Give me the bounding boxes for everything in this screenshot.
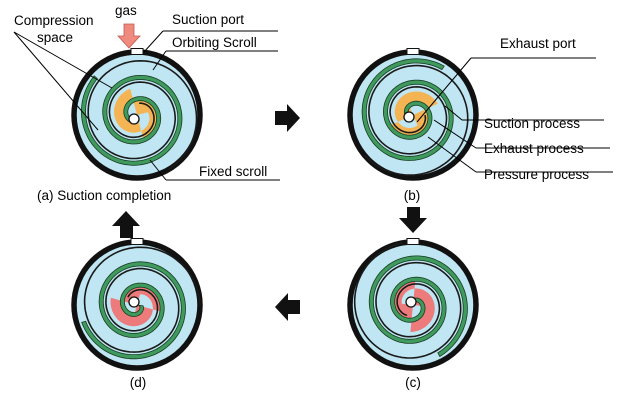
leader-lines: [13, 30, 613, 181]
orbiting-scroll: [368, 255, 468, 358]
fixed-scroll: [364, 64, 469, 176]
arrow-right: [275, 104, 300, 132]
arrow-left: [275, 293, 300, 321]
suction-port: [130, 238, 144, 245]
exhaust-port: [128, 113, 140, 125]
caption-d: (d): [130, 375, 147, 390]
compression-space-label: Compression: [14, 13, 94, 28]
exhaust-port: [403, 111, 415, 123]
exhaust-process-label: Exhaust process: [484, 141, 584, 156]
stage-b: [347, 48, 479, 181]
gas-inlet-arrow: [117, 23, 141, 49]
caption-b: (b): [404, 188, 421, 203]
arrow-down: [399, 207, 427, 233]
suction-port: [406, 238, 420, 245]
suction-port: [406, 48, 420, 55]
fixed-scroll-label: Fixed scroll: [199, 164, 267, 179]
stage-d: [71, 238, 203, 371]
caption-c: (c): [405, 375, 421, 390]
orbiting-scroll: [81, 261, 186, 360]
fixed-scroll: [83, 246, 201, 353]
compression-space-label-2: space: [37, 30, 73, 45]
stage-a: [71, 48, 203, 181]
caption-a: (a) Suction completion: [37, 188, 171, 203]
orbiting-scroll-label: Orbiting Scroll: [172, 35, 257, 50]
exhaust-port: [128, 296, 140, 308]
suction-process-label: Suction process: [484, 116, 580, 131]
suction-port-label: Suction port: [172, 12, 244, 27]
fixed-scroll: [353, 242, 462, 359]
fixed-scroll: [87, 59, 198, 171]
pressure-process-label: Pressure process: [484, 167, 589, 182]
gas-label: gas: [115, 3, 137, 18]
arrow-up: [112, 211, 140, 238]
orbiting-scroll: [361, 58, 454, 161]
stage-c: [347, 238, 479, 371]
exhaust-port: [405, 296, 417, 308]
exhaust-port-label: Exhaust port: [500, 36, 576, 51]
suction-port: [130, 48, 144, 55]
